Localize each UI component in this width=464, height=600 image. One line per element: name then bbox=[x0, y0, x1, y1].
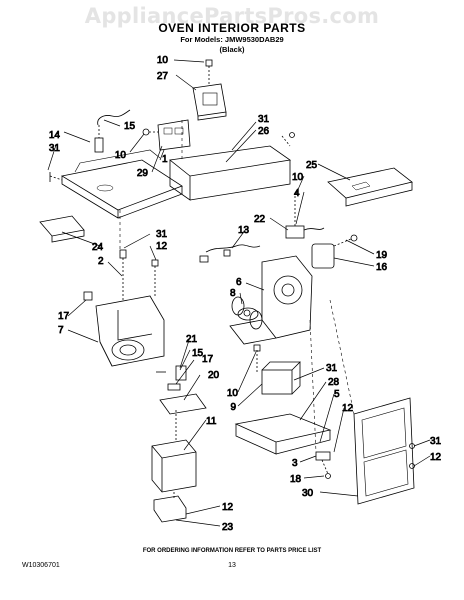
callout-14: 14 bbox=[49, 130, 61, 141]
part-22-thermostat bbox=[285, 196, 325, 239]
callout-9: 9 bbox=[230, 402, 236, 413]
callout-31: 31 bbox=[326, 363, 338, 374]
callout-19: 19 bbox=[376, 250, 388, 261]
part-15-sensor bbox=[94, 109, 131, 153]
callout-10: 10 bbox=[115, 150, 127, 161]
callout-10: 10 bbox=[157, 55, 169, 66]
part-21-sensor bbox=[156, 365, 187, 391]
callout-15: 15 bbox=[124, 121, 136, 132]
part-30-panel bbox=[353, 397, 415, 505]
callout-10: 10 bbox=[227, 388, 239, 399]
callout-12: 12 bbox=[430, 452, 442, 463]
part-29-board bbox=[142, 119, 191, 151]
watermark: AppliancePartsPros.com bbox=[84, 4, 380, 28]
callout-3: 3 bbox=[292, 458, 298, 469]
callout-11: 11 bbox=[206, 416, 217, 427]
document-number: W10306701 bbox=[22, 562, 60, 569]
callout-2: 2 bbox=[98, 256, 104, 267]
callout-29: 29 bbox=[137, 168, 149, 179]
callout-15: 15 bbox=[192, 348, 204, 359]
callout-labels: 10 27 15 14 31 10 1 29 31 26 25 10 4 22 … bbox=[48, 55, 442, 534]
part-13-wiring bbox=[199, 244, 261, 263]
callout-24: 24 bbox=[92, 242, 104, 253]
callout-4: 4 bbox=[294, 188, 300, 199]
callout-16: 16 bbox=[376, 262, 388, 273]
callout-12: 12 bbox=[342, 403, 354, 414]
callout-31: 31 bbox=[156, 229, 168, 240]
page-number: 13 bbox=[228, 562, 236, 569]
callout-31: 31 bbox=[430, 436, 442, 447]
part-23-foot bbox=[153, 492, 187, 523]
part-26-channel bbox=[169, 132, 295, 201]
callout-26: 26 bbox=[258, 126, 270, 137]
leader-lines bbox=[47, 59, 431, 527]
callout-25: 25 bbox=[306, 160, 318, 171]
callout-5: 5 bbox=[334, 389, 340, 400]
part-7-bracket bbox=[83, 249, 165, 367]
callout-23: 23 bbox=[222, 522, 234, 533]
part-6-fan-housing bbox=[229, 234, 358, 345]
callout-28: 28 bbox=[328, 377, 340, 388]
footer-note: FOR ORDERING INFORMATION REFER TO PARTS … bbox=[142, 548, 322, 554]
part-28-tray bbox=[234, 413, 332, 455]
part-20-plate bbox=[159, 393, 207, 415]
callout-21: 21 bbox=[186, 334, 198, 345]
part-25-vent bbox=[327, 167, 413, 207]
alignment-lines bbox=[119, 120, 355, 453]
callout-31: 31 bbox=[258, 114, 270, 125]
part-8-fan-blade bbox=[231, 296, 263, 330]
callout-30: 30 bbox=[302, 488, 314, 499]
callout-10: 10 bbox=[292, 172, 304, 183]
part-11-transformer bbox=[151, 410, 197, 493]
callout-31: 31 bbox=[49, 143, 61, 154]
model-line: For Models: JMW9530DAB29 bbox=[180, 35, 284, 44]
part-27-bracket bbox=[192, 59, 227, 121]
part-24-bracket bbox=[39, 215, 85, 243]
callout-12: 12 bbox=[156, 241, 168, 252]
callout-8: 8 bbox=[230, 288, 236, 299]
callout-7: 7 bbox=[58, 325, 64, 336]
callout-13: 13 bbox=[238, 225, 250, 236]
callout-6: 6 bbox=[236, 277, 242, 288]
callout-22: 22 bbox=[254, 214, 266, 225]
callout-27: 27 bbox=[157, 71, 169, 82]
callout-18: 18 bbox=[290, 474, 302, 485]
callout-1: 1 bbox=[162, 154, 168, 165]
callout-17: 17 bbox=[58, 311, 70, 322]
part-9-capacitor bbox=[253, 344, 301, 395]
callout-20: 20 bbox=[208, 370, 220, 381]
part-3-diode bbox=[315, 451, 331, 479]
callout-17: 17 bbox=[202, 354, 214, 365]
color-line: (Black) bbox=[219, 45, 245, 54]
callout-12: 12 bbox=[222, 502, 234, 513]
page-title: OVEN INTERIOR PARTS bbox=[158, 21, 306, 35]
